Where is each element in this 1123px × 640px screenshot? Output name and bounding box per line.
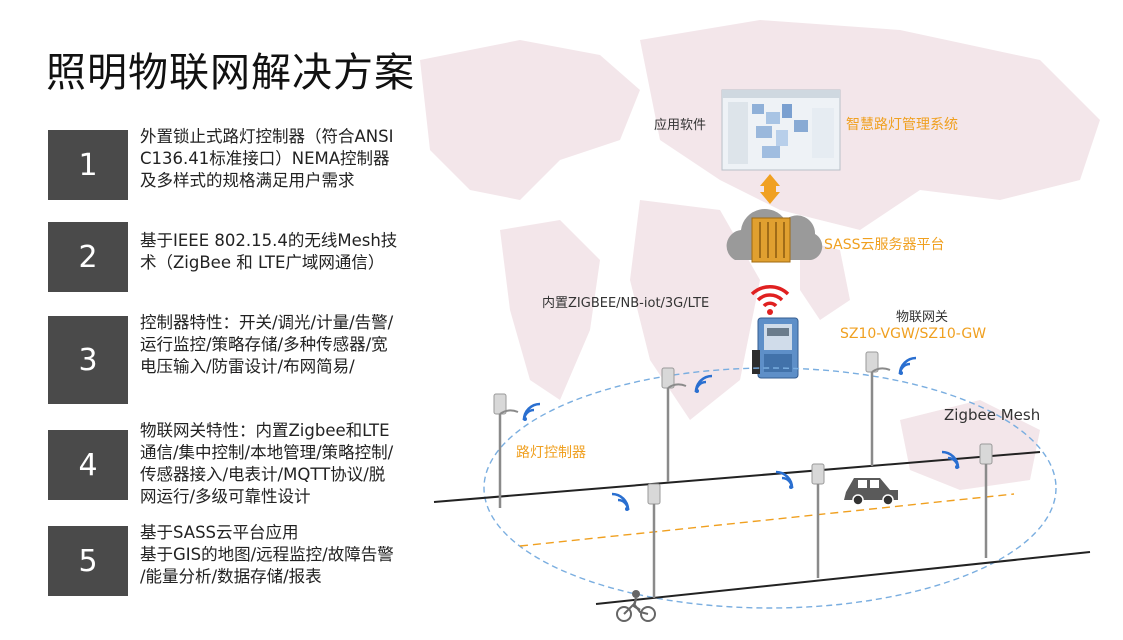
wifi-signal-red-icon — [750, 285, 790, 315]
street-lamp — [774, 462, 826, 580]
feature-text-2: 基于IEEE 802.15.4的无线Mesh技 术（ZigBee 和 LTE广域… — [140, 230, 446, 274]
street-lamp — [492, 392, 542, 510]
lamp-controller-label: 路灯控制器 — [516, 445, 586, 461]
street-lamp — [660, 366, 714, 484]
app-software-label: 应用软件 — [654, 118, 707, 133]
feature-number-2: 2 — [48, 222, 128, 292]
feature-number-4: 4 — [48, 430, 128, 500]
feature-1-line-3: 及多样式的规格满足用户需求 — [140, 171, 355, 190]
feature-5-line-3: /能量分析/数据存储/报表 — [140, 567, 322, 586]
cloud-server-icon — [726, 208, 823, 263]
feature-3-line-2: 运行监控/策略存储/多种传感器/宽 — [140, 335, 388, 354]
feature-5-line-2: 基于GIS的地图/远程监控/故障告警 — [140, 545, 394, 564]
gateway-model-label: SZ10-VGW/SZ10-GW — [840, 326, 987, 342]
mesh-network-ellipse — [483, 367, 1057, 609]
mesh-network-label: Zigbee Mesh — [944, 406, 1041, 424]
feature-2-line-2: 术（ZigBee 和 LTE广域网通信） — [140, 253, 385, 272]
feature-4-line-2: 通信/集中控制/本地管理/策略控制/ — [140, 443, 394, 462]
feature-4-line-4: 网运行/多级可靠性设计 — [140, 487, 311, 506]
street-lamp — [864, 350, 918, 468]
page-title: 照明物联网解决方案 — [46, 50, 415, 96]
road-line-upper — [433, 451, 1041, 503]
feature-text-4: 物联网关特性：内置Zigbee和LTE 通信/集中控制/本地管理/策略控制/ 传… — [140, 420, 446, 508]
feature-4-line-1: 物联网关特性：内置Zigbee和LTE — [140, 421, 390, 440]
road-center-line — [519, 493, 1015, 547]
double-arrow-icon — [760, 174, 780, 204]
management-system-label: 智慧路灯管理系统 — [846, 117, 958, 133]
feature-text-5: 基于SASS云平台应用 基于GIS的地图/远程监控/故障告警 /能量分析/数据存… — [140, 522, 446, 588]
feature-number-1: 1 — [48, 130, 128, 200]
feature-text-1: 外置锁止式路灯控制器（符合ANSI C136.41标准接口）NEMA控制器 及多… — [140, 126, 446, 192]
cloud-platform-label: SASS云服务器平台 — [824, 237, 945, 253]
feature-3-line-1: 控制器特性：开关/调光/计量/告警/ — [140, 313, 394, 332]
feature-number-5: 5 — [48, 526, 128, 596]
feature-text-3: 控制器特性：开关/调光/计量/告警/ 运行监控/策略存储/多种传感器/宽 电压输… — [140, 312, 446, 378]
car-icon — [844, 478, 898, 506]
street-lamp — [610, 482, 662, 600]
feature-5-line-1: 基于SASS云平台应用 — [140, 523, 299, 542]
road-line-lower — [595, 551, 1091, 605]
feature-3-line-3: 电压输入/防雷设计/布网简易/ — [140, 357, 355, 376]
feature-1-line-2: C136.41标准接口）NEMA控制器 — [140, 149, 390, 168]
comm-protocol-label: 内置ZIGBEE/NB-iot/3G/LTE — [542, 296, 710, 311]
app-software-screenshot — [721, 89, 841, 171]
cyclist-icon — [616, 590, 656, 622]
feature-1-line-1: 外置锁止式路灯控制器（符合ANSI — [140, 127, 394, 146]
gateway-device-icon — [752, 317, 799, 379]
feature-4-line-3: 传感器接入/电表计/MQTT协议/脱 — [140, 465, 386, 484]
feature-2-line-1: 基于IEEE 802.15.4的无线Mesh技 — [140, 231, 398, 250]
gateway-label: 物联网关 — [896, 310, 949, 325]
feature-number-3: 3 — [48, 316, 128, 404]
